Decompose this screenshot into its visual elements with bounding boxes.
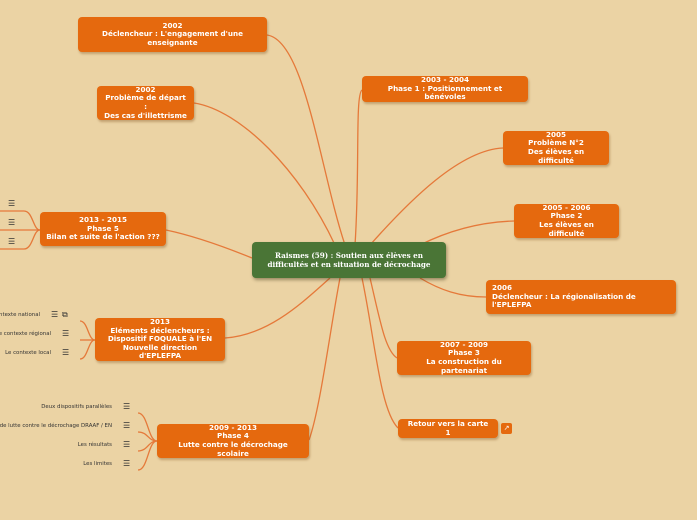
topic-line: Des élèves en difficulté	[527, 147, 585, 165]
topic-line: 2002	[162, 20, 183, 30]
central-topic-line-2: difficultés et en situation de décrochag…	[267, 260, 431, 269]
notes-icon[interactable]: ☰	[123, 459, 131, 468]
topic-line: Problème de départ :	[105, 93, 186, 111]
topic-line: Dispositif FOQUALE à l'EN	[107, 334, 213, 344]
topic-line: 2013 - 2015	[79, 215, 127, 225]
topic-line: Phase 4	[217, 431, 249, 441]
topic-line: Problème N°2	[528, 138, 584, 148]
link-elements	[224, 277, 331, 339]
topic-line: Les élèves en difficulté	[539, 220, 594, 238]
topic-line: l'EPLEFPA	[492, 300, 532, 310]
leaf-label: Les résultats	[77, 442, 112, 448]
topic-line: Lutte contre le décrochage scolaire	[178, 440, 288, 458]
link-retour	[361, 277, 399, 429]
leaf-label: Le contexte local	[5, 350, 51, 356]
leaf-label: Deux dispositifs parallèles	[41, 404, 112, 410]
topic-phase4[interactable]: 2009 - 2013 Phase 4 Lutte contre le décr…	[157, 422, 309, 458]
link-phase2	[419, 220, 515, 246]
leaf-limites[interactable]: Les limites	[0, 458, 138, 470]
link-regionalisation	[419, 277, 487, 298]
topic-2002-engagement[interactable]: 2002 Déclencheur : L'engagement d'une en…	[78, 17, 267, 52]
leaf-resultats[interactable]: Les résultats	[0, 439, 138, 451]
map-link-icon[interactable]: ↗	[501, 423, 512, 434]
topic-line: 2007 - 2009	[440, 339, 488, 349]
link-phase4	[308, 277, 341, 441]
leaf-label: Le contexte régional	[0, 331, 51, 337]
central-topic[interactable]: Raismes (59) : Soutien aux élèves en dif…	[252, 242, 446, 278]
link-2002-engagement	[266, 34, 346, 246]
topic-line: 2002	[135, 84, 156, 94]
link-phase4-leaf-4	[137, 440, 158, 471]
leaf-deux-dispositifs[interactable]: Deux dispositifs parallèles	[0, 401, 138, 413]
topic-line: Bilan et suite de l'action ???	[46, 232, 160, 242]
leaf-contexte-regional[interactable]: Le contexte régional	[0, 328, 80, 340]
topic-phase5[interactable]: 2013 - 2015 Phase 5 Bilan et suite de l'…	[40, 212, 166, 246]
notes-icon[interactable]: ☰	[123, 421, 131, 430]
topic-line: Phase 5	[87, 223, 119, 233]
topic-elements-declencheurs[interactable]: 2013 Eléments déclencheurs : Dispositif …	[95, 316, 225, 361]
notes-icon[interactable]: ☰	[62, 348, 70, 357]
topic-phase1[interactable]: 2003 - 2004 Phase 1 : Positionnement et …	[362, 75, 528, 102]
leaf-label: Le réseau de lutte contre le décrochage …	[0, 423, 112, 429]
topic-line: Nouvelle direction d'EPLEFPA	[122, 342, 198, 361]
notes-icon[interactable]: ☰	[8, 237, 16, 246]
topic-line: enseignante	[147, 37, 198, 47]
notes-icon[interactable]: ☰	[123, 402, 131, 411]
topic-line: Des cas d'illettrisme	[104, 110, 187, 120]
leaf-reseau-lutte[interactable]: Le réseau de lutte contre le décrochage …	[0, 420, 138, 432]
topic-line: Phase 1 : Positionnement et bénévoles	[387, 83, 503, 102]
link-elements-leaf-1	[79, 320, 96, 341]
topic-phase3[interactable]: 2007 - 2009 Phase 3 La construction du p…	[397, 339, 531, 375]
topic-line: Eléments déclencheurs :	[110, 325, 210, 335]
link-2002-probleme	[193, 102, 336, 246]
topic-2002-probleme[interactable]: 2002 Problème de départ : Des cas d'ille…	[97, 84, 194, 120]
notes-icon[interactable]: ☰	[8, 218, 16, 227]
topic-line: 2005	[545, 129, 566, 139]
topic-line: 2006	[492, 283, 513, 293]
topic-line: Retour vers la carte 1	[407, 418, 489, 437]
external-link-icon[interactable]: ⧉	[62, 310, 68, 319]
link-phase5-leaf-3	[0, 229, 41, 250]
notes-icon[interactable]: ☰	[51, 310, 59, 319]
leaf-label: Les limites	[83, 461, 112, 467]
leaf-contexte-national[interactable]: Le contexte national	[0, 309, 80, 321]
topic-probleme2[interactable]: 2005 Problème N°2 Des élèves en difficul…	[503, 129, 609, 165]
topic-line: 2009 - 2013	[209, 422, 257, 432]
topic-line: Phase 2	[550, 211, 583, 221]
notes-icon[interactable]: ☰	[62, 329, 70, 338]
link-phase1	[354, 89, 363, 246]
notes-icon[interactable]: ☰	[8, 199, 16, 208]
topic-line: 2005 - 2006	[542, 202, 591, 212]
topic-line: La construction du partenariat	[426, 357, 502, 375]
topic-line: Phase 3	[448, 348, 480, 358]
link-probleme2	[369, 147, 504, 246]
topic-line: 2003 - 2004	[421, 75, 469, 85]
central-topic-line-1: Raismes (59) : Soutien aux élèves en	[275, 251, 423, 260]
topic-retour-carte[interactable]: Retour vers la carte 1	[398, 419, 498, 438]
topic-line: 2013	[149, 316, 170, 326]
topic-line: Déclencheur : La régionalisation de	[492, 291, 636, 301]
link-elements-leaf-3	[79, 339, 96, 360]
topic-regionalisation[interactable]: 2006 Déclencheur : La régionalisation de…	[486, 280, 676, 314]
topic-phase2[interactable]: 2005 - 2006 Phase 2 Les élèves en diffic…	[514, 202, 619, 238]
leaf-label: Le contexte national	[0, 312, 40, 318]
link-phase5-leaf-1	[0, 210, 41, 231]
topic-line: Déclencheur : L'engagement d'une	[101, 29, 243, 39]
notes-icon[interactable]: ☰	[123, 440, 131, 449]
leaf-contexte-local[interactable]: Le contexte local	[0, 347, 80, 359]
link-phase5	[165, 229, 253, 259]
link-phase3	[369, 277, 398, 359]
